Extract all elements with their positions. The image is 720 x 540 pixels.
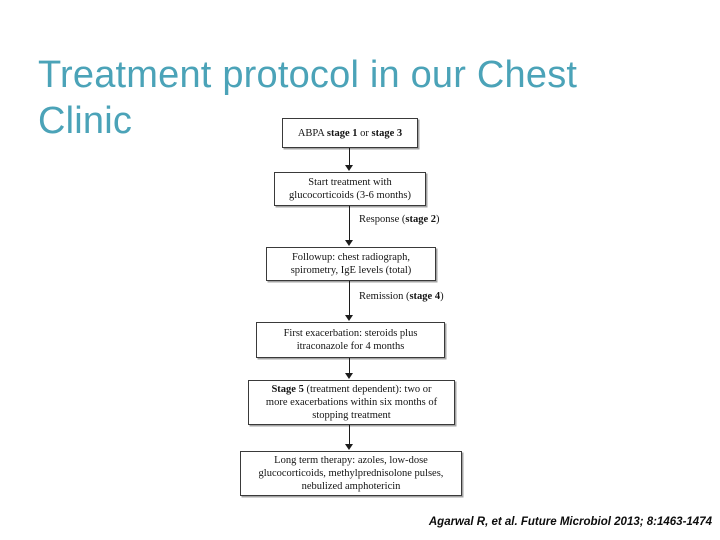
arrowhead-4-icon <box>345 373 353 379</box>
connector-2 <box>349 206 350 241</box>
source-citation: Agarwal R, et al. Future Microbiol 2013;… <box>428 516 712 528</box>
arrowhead-3-icon <box>345 315 353 321</box>
slide-title: Treatment protocol in our Chest Clinic <box>38 54 578 142</box>
node-text: ABPA stage 1 or stage 3 <box>297 127 403 139</box>
connector-5 <box>349 425 350 444</box>
flowchart-node-followup: Followup: chest radiograph,spirometry, I… <box>266 247 436 281</box>
arrowhead-5-icon <box>345 444 353 450</box>
flowchart-node-abpa-stage: ABPA stage 1 or stage 3 <box>282 118 418 148</box>
edge-label-remission-stage-4: Remission (stage 4) <box>359 291 444 302</box>
connector-1 <box>349 148 350 166</box>
edge-label-response-stage-2: Response (stage 2) <box>359 214 440 225</box>
connector-4 <box>349 358 350 374</box>
connector-3 <box>349 281 350 316</box>
arrowhead-1-icon <box>345 165 353 171</box>
arrowhead-2-icon <box>345 240 353 246</box>
node-text: Followup: chest radiograph,spirometry, I… <box>290 252 412 276</box>
